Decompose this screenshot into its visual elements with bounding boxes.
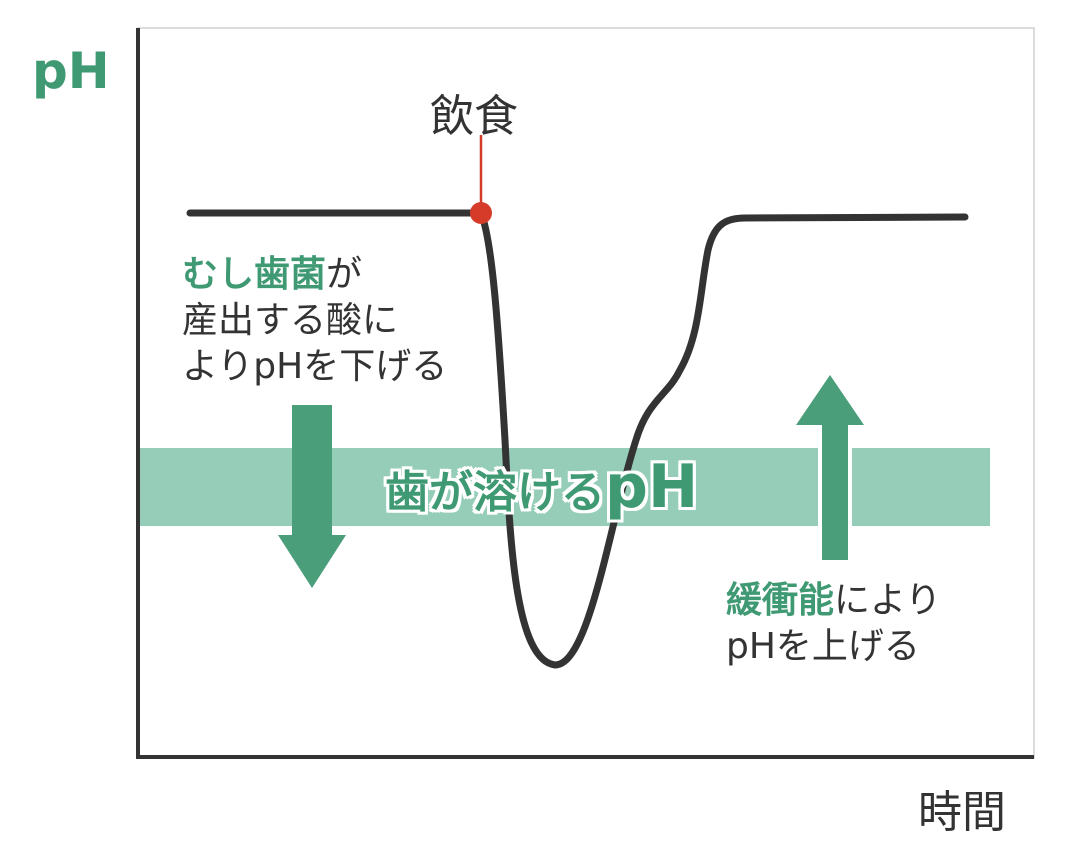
left-note-line1: が (326, 254, 363, 295)
band-label-suffix: pH (605, 452, 699, 522)
left-note-line3: よりpHを下げる (182, 346, 448, 387)
right-note-line1: により (834, 580, 942, 621)
buffer-highlight: 緩衝能 (726, 580, 835, 621)
event-label: 飲食 (430, 91, 518, 142)
up-arrow (796, 375, 864, 560)
bacteria-highlight: むし歯菌 (182, 254, 327, 295)
x-axis-label: 時間 (918, 787, 1006, 838)
event-point (470, 202, 492, 224)
left-note: むし歯菌が 産出する酸に よりpHを下げる (182, 252, 447, 390)
band-label: 歯が溶けるpH (385, 452, 698, 522)
right-note-line2: pHを上げる (726, 626, 920, 667)
down-arrow (278, 405, 346, 588)
band-label-prefix: 歯が溶ける (385, 467, 605, 518)
right-note: 緩衝能により pHを上げる (726, 578, 941, 670)
ph-curve (186, 209, 969, 669)
y-axis-label: pH (32, 42, 110, 100)
left-note-line2: 産出する酸に (182, 300, 399, 341)
